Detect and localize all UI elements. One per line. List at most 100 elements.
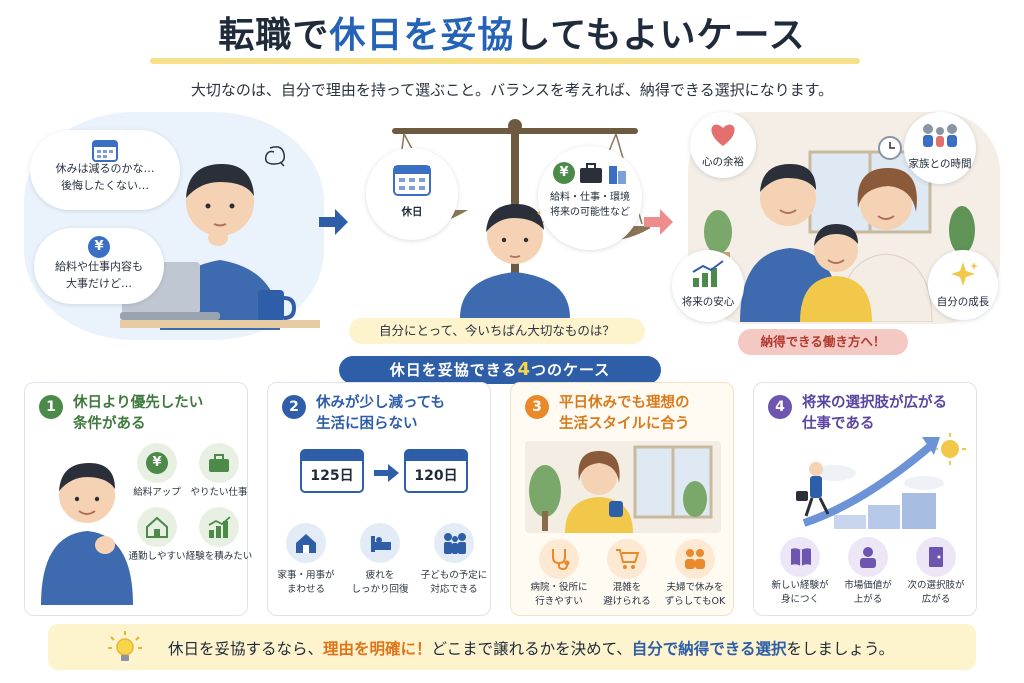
case-number: 3 xyxy=(525,395,549,419)
experience-circle xyxy=(780,537,820,577)
family-icon xyxy=(923,124,957,147)
scale-label-line: 将来の可能性など xyxy=(550,207,630,218)
case-number: 4 xyxy=(768,395,792,419)
case-item-label: 経験を積みたい xyxy=(185,551,253,562)
title-part-1: 転職で xyxy=(218,15,330,56)
case-title: 平日休みでも理想の 生活スタイルに合う xyxy=(559,393,729,435)
hospital-circle xyxy=(539,539,579,579)
scale-label-line: 給料・仕事・環境 xyxy=(550,192,630,203)
briefcase-icon xyxy=(209,454,229,472)
house-icon xyxy=(296,534,316,553)
benefit-label: 家族との時間 xyxy=(908,158,972,170)
yen-icon: ¥ xyxy=(553,162,575,184)
worry-bubble-salary: ¥ 給料や仕事内容も 大事だけど… xyxy=(34,228,164,304)
children-circle xyxy=(434,523,474,563)
rest-circle xyxy=(360,523,400,563)
building-icon xyxy=(609,166,626,184)
case-title-line: 生活に困らない xyxy=(316,416,418,432)
bubble-text-line: 給料や仕事内容も xyxy=(55,260,143,273)
case-card-2: 2 休みが少し減っても 生活に困らない 125日 120日 家事・用事がまわせる… xyxy=(267,382,491,616)
scale-pan-holidays: 休日 xyxy=(366,148,458,240)
title-part-2: 休日を妥協 xyxy=(329,15,515,56)
case-item-label: 通勤しやすい xyxy=(128,551,186,562)
case-title-line: 将来の選択肢が広がる xyxy=(802,395,947,411)
question-banner: 自分にとって、今いちばん大切なものは？ xyxy=(349,318,645,344)
stethoscope-icon xyxy=(552,549,570,571)
benefit-label: 将来の安心 xyxy=(681,296,735,308)
person-badge-icon xyxy=(860,547,876,568)
benefit-peace-of-mind: 心の余裕 xyxy=(690,112,756,178)
cases-banner-pre: 休日を妥協できる xyxy=(389,361,518,379)
case-item-label: 家事・用事がまわせる xyxy=(277,570,335,595)
commute-circle xyxy=(137,507,177,547)
yen-icon: ¥ xyxy=(146,452,168,474)
bubble-text-line: 大事だけど… xyxy=(66,277,132,290)
title-underline xyxy=(150,58,860,64)
house-icon xyxy=(146,516,168,538)
case-title: 休日より優先したい 条件がある xyxy=(73,393,243,435)
next-option-circle xyxy=(916,537,956,577)
case-item-label: 給料アップ xyxy=(133,487,181,498)
couple-icon xyxy=(685,549,705,569)
case-item-label: 混雑を避けられる xyxy=(603,582,651,607)
case-title-line: 仕事である xyxy=(802,416,875,432)
bubble-text-line: 後悔したくない… xyxy=(61,179,149,192)
satisfying-work-banner: 納得できる働き方へ！ xyxy=(738,329,908,355)
case-card-4: 4 将来の選択肢が広がる 仕事である 新しい経験が身につく 市場価値が上がる 次… xyxy=(753,382,977,616)
growth-chart-icon xyxy=(208,516,231,538)
benefit-label: 心の余裕 xyxy=(702,156,744,168)
case-item-label: 病院・役所に行きやすい xyxy=(530,582,588,607)
cases-banner: 休日を妥協できる4つのケース xyxy=(339,356,661,384)
case-item-label: 子どもの予定に対応できる xyxy=(420,570,488,595)
calendar-value: 125日 xyxy=(310,468,354,484)
page-title: 転職で休日を妥協してもよいケース xyxy=(0,6,1024,58)
case-card-1: 1 休日より優先したい 条件がある ¥ 給料アップ やりたい仕事 通勤しやすい … xyxy=(24,382,252,616)
benefit-label: 自分の成長 xyxy=(936,296,990,308)
calendar-icon xyxy=(393,165,431,196)
cases-banner-number: 4 xyxy=(517,359,531,380)
desired-job-circle xyxy=(199,443,239,483)
case-title: 将来の選択肢が広がる 仕事である xyxy=(802,393,972,435)
scale-pan-conditions: ¥ 給料・仕事・環境 将来の可能性など xyxy=(538,146,642,250)
calendar-120-days: 120日 xyxy=(404,449,468,493)
bubble-text-line: 休みは減るのかな… xyxy=(55,162,155,175)
case-title-line: 休日より優先したい xyxy=(73,395,204,411)
case-item-label: 新しい経験が身につく xyxy=(771,580,829,605)
yen-icon: ¥ xyxy=(88,236,110,258)
woman-with-mug-illustration xyxy=(525,441,721,533)
benefit-personal-growth: 自分の成長 xyxy=(928,250,998,320)
case-item-label: 市場価値が上がる xyxy=(844,580,892,605)
case-item-label: 疲れをしっかり回復 xyxy=(351,570,409,595)
family-illustration xyxy=(704,136,975,322)
family-icon xyxy=(444,533,466,554)
benefit-family-time: 家族との時間 xyxy=(904,112,976,184)
cases-banner-post: つのケース xyxy=(530,361,611,379)
case-title-line: 休みが少し減っても xyxy=(316,395,446,411)
case-number: 1 xyxy=(39,395,63,419)
sparkle-icon xyxy=(951,262,978,286)
case-item-label: やりたい仕事 xyxy=(190,487,248,498)
title-part-3: してもよいケース xyxy=(514,15,806,56)
bed-icon xyxy=(371,536,391,552)
arrow-right-icon xyxy=(319,209,348,235)
case-item-label: 夫婦で休みをずらしてもOK xyxy=(664,582,726,607)
book-icon xyxy=(791,548,811,566)
couple-circle xyxy=(675,539,715,579)
shopping-cart-icon xyxy=(616,549,640,569)
case-title: 休みが少し減っても 生活に困らない xyxy=(316,393,486,435)
experience-circle xyxy=(199,507,239,547)
thinking-man-laptop-illustration xyxy=(120,146,320,330)
case-item-label: 次の選択肢が広がる xyxy=(907,580,965,605)
benefit-future-security: 将来の安心 xyxy=(672,250,744,322)
growth-chart-icon xyxy=(692,260,724,287)
lightbulb-icon xyxy=(108,631,142,661)
arrow-right-icon xyxy=(644,209,673,235)
calendar-value: 120日 xyxy=(414,468,458,484)
calendar-125-days: 125日 xyxy=(300,449,364,493)
case-title-line: 平日休みでも理想の xyxy=(559,395,690,411)
heart-icon xyxy=(711,124,735,146)
market-value-circle xyxy=(848,537,888,577)
arrow-right-icon xyxy=(374,464,399,482)
case-number: 2 xyxy=(282,395,306,419)
calendar-icon xyxy=(92,140,118,162)
